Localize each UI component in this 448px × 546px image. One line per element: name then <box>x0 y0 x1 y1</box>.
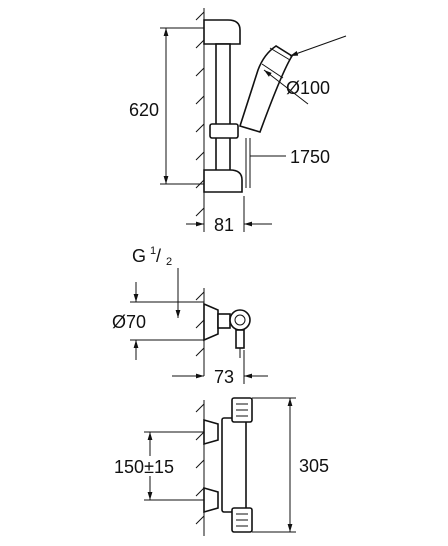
shower-rail <box>215 43 231 185</box>
height-305-label: 305 <box>299 456 329 476</box>
lower-connection <box>203 486 219 514</box>
projection-73-label: 73 <box>214 367 234 387</box>
outlet-flange <box>203 302 219 342</box>
height-620-label: 620 <box>129 100 159 120</box>
rail-slider <box>209 123 239 139</box>
dimension-81: 81 <box>186 196 272 235</box>
svg-text:/: / <box>156 246 161 266</box>
hand-shower <box>238 45 294 188</box>
wall-bottom <box>195 400 205 536</box>
projection-81-label: 81 <box>214 215 234 235</box>
rail-bottom-bracket <box>203 169 243 193</box>
dimension-diameter-70: Ø70 <box>112 282 204 360</box>
flow-knob <box>231 507 253 533</box>
wall-middle <box>195 288 205 376</box>
diameter-70-label: Ø70 <box>112 312 146 332</box>
dimension-1750: 1750 <box>250 147 330 167</box>
centers-150-label: 150±15 <box>114 457 174 477</box>
svg-text:G: G <box>132 246 146 266</box>
diameter-100-label: Ø100 <box>286 78 330 98</box>
rail-top-bracket <box>203 19 241 45</box>
svg-text:2: 2 <box>166 256 172 268</box>
thermostat-view: 150±15 305 <box>114 397 329 536</box>
dimension-620: 620 <box>129 27 204 185</box>
dimension-150: 150±15 <box>114 431 204 501</box>
dimension-305: 305 <box>252 397 329 533</box>
dimension-73: 73 <box>172 350 268 387</box>
outlet-elbow <box>229 309 251 331</box>
upper-connection <box>203 418 219 446</box>
hose-1750-label: 1750 <box>290 147 330 167</box>
thread-size-label: G 1 / 2 <box>132 245 181 318</box>
shower-rail-view: 620 Ø100 1750 81 <box>129 8 347 235</box>
dimension-diameter-100: Ø100 <box>263 35 347 105</box>
outlet-nipple <box>217 313 231 329</box>
svg-text:1: 1 <box>150 245 156 257</box>
thermostat-body <box>221 417 247 513</box>
temperature-knob <box>231 397 253 423</box>
outlet-hose-connector <box>235 329 245 349</box>
wall-top <box>195 8 205 228</box>
wall-outlet-view: G 1 / 2 Ø70 73 <box>112 245 268 387</box>
